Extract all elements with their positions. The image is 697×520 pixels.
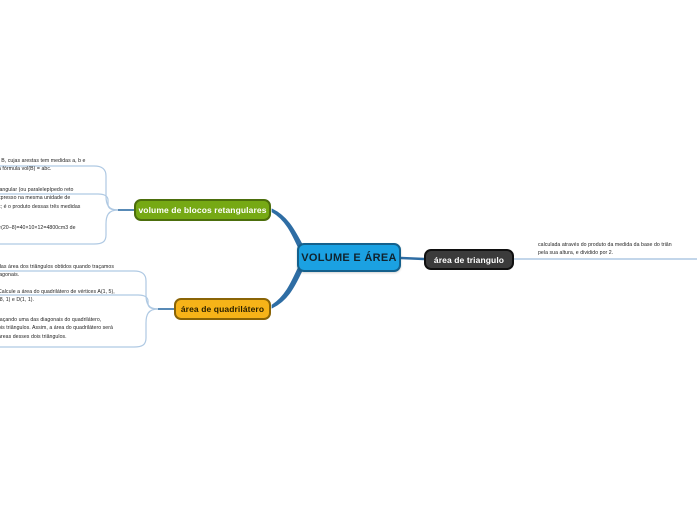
leaf-line: raçando uma das diagonais do quadriláter… [0,317,102,323]
leaf-line: r B, cujas arestas tem medidas a, b e [0,158,86,164]
leaf-line: xpresso na mesma unidade de [0,195,71,202]
leaf-line: ×(20−8)=40×10×12=4800cm3 de [0,225,76,231]
central-node-volume-e-area[interactable]: VOLUME E ÁREA [297,243,401,272]
branch-node-label: área de quadrilátero [180,304,265,314]
leaf-line: pela sua altura, e dividido por 2. [538,250,614,257]
leaf-exemplo-calculo[interactable]: ×(20−8)=40×10×12=4800cm3 de [0,224,114,232]
central-node-label: VOLUME E ÁREA [301,251,397,264]
branch-node-volume-de-blocos-retangulares[interactable]: volume de blocos retangulares [134,199,271,221]
leaf-line: a fórmula vol(B) = abc. [0,166,52,173]
connector-central-to-quadrilatero [271,265,303,309]
leaf-metodo-diagonal[interactable]: raçando uma das diagonais do quadriláter… [0,316,130,341]
connector-central-to-triangulo [400,256,425,261]
leaf-line: c; é o produto dessas três medidas [0,203,81,210]
leaf-definicao-volume[interactable]: r B, cujas arestas tem medidas a, b e a … [0,157,110,174]
leaf-line: (8, 1) e D(1, 1). [0,297,35,304]
leaf-line: tangular (ou paralelepípedo reto [0,187,74,193]
leaf-soma-areas-triangulos[interactable]: das área dos triângulos obtidos quando t… [0,263,138,280]
branch-node-label: volume de blocos retangulares [138,205,267,215]
branch-node-label: área de triangulo [433,254,505,265]
leaf-line: ois triângulos. Assim, a área do quadril… [0,325,113,332]
leaf-exercicio-quadrilatero[interactable]: Calcule a área do quadrilátero de vértic… [0,288,132,305]
leaf-line: das área dos triângulos obtidos quando t… [0,264,114,270]
leaf-formula-triangulo[interactable]: calculada através do produto da medida d… [538,241,697,258]
leaf-line: calculada através do produto da medida d… [538,242,672,248]
leaf-line: áreas desses dois triângulos. [0,333,67,340]
connector-central-to-volume [271,208,303,250]
leaf-line: iagonais. [0,272,20,279]
leaf-line: Calcule a área do quadrilátero de vértic… [0,289,115,295]
branch-node-area-de-quadrilatero[interactable]: área de quadrilátero [174,298,271,320]
branch-node-area-de-triangulo[interactable]: área de triangulo [424,249,514,270]
leaf-bloco-retangular[interactable]: tangular (ou paralelepípedo reto xpresso… [0,186,114,211]
